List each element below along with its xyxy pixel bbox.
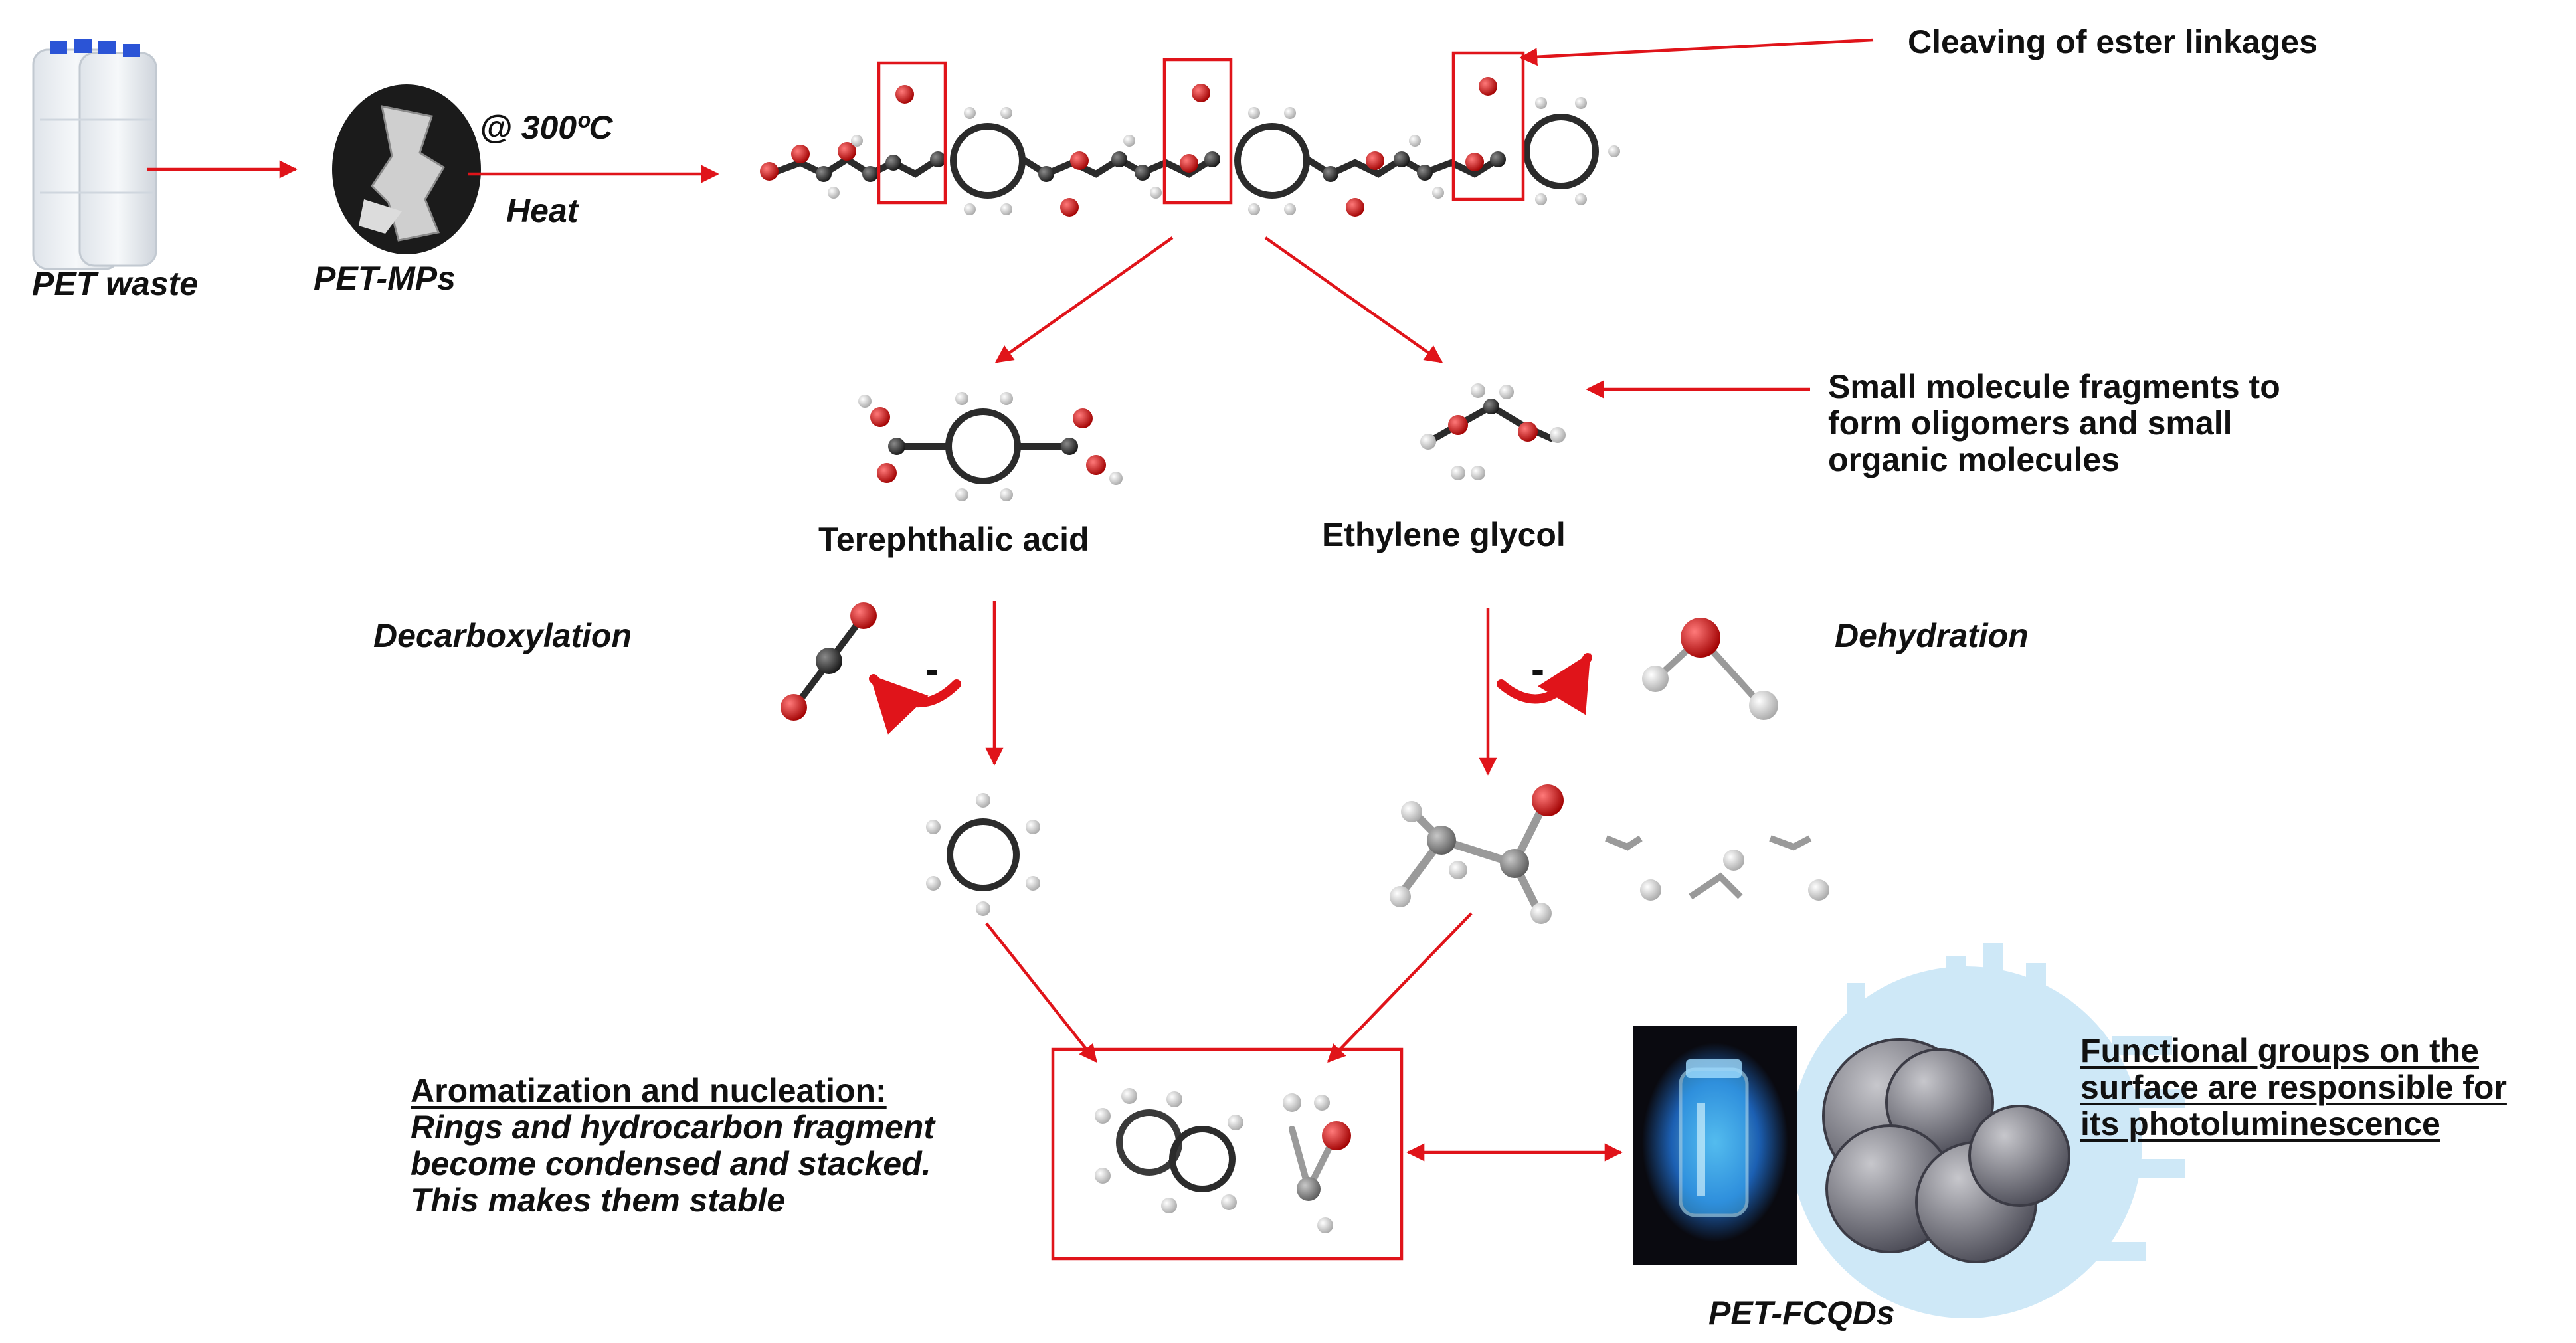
terephthalic-acid-molecule <box>858 392 1123 501</box>
small-fragments-line-3: organic molecules <box>1828 441 2120 478</box>
ester-linkage-box-2 <box>1162 58 1233 205</box>
heat-label: Heat <box>506 192 579 229</box>
aromatization-title: Aromatization and nucleation: <box>411 1072 887 1109</box>
decarboxylation-label: Decarboxylation <box>373 617 632 654</box>
co2-molecule <box>781 602 877 721</box>
ester-cleaving-label: Cleaving of ester linkages <box>1908 23 2318 60</box>
decarboxylation-curved-arrow <box>869 674 961 735</box>
process-arrows <box>147 38 1874 1162</box>
aromatization-text: Aromatization and nucleation: Rings and … <box>411 1073 1048 1219</box>
functional-groups-line-3: its photoluminescence <box>2080 1105 2440 1142</box>
hydrocarbon-fragments <box>1605 835 1829 901</box>
aromatization-line-3: This makes them stable <box>411 1182 786 1219</box>
pet-polymer-chain <box>760 51 1620 217</box>
pet-mps-sem-image <box>318 70 496 268</box>
aromatization-line-2: become condensed and stacked. <box>411 1145 931 1182</box>
small-fragments-line-1: Small molecule fragments to <box>1828 368 2280 405</box>
aromatization-line-1: Rings and hydrocarbon fragment <box>411 1109 935 1146</box>
small-fragments-line-2: form oligomers and small <box>1828 404 2233 442</box>
ethylene-glycol-molecule <box>1420 383 1566 480</box>
benzene-molecule <box>926 793 1040 916</box>
pet-mps-label: PET-MPs <box>314 260 456 297</box>
pet-bottles-illustration <box>32 39 157 270</box>
pet-waste-label: PET waste <box>32 265 199 302</box>
small-fragments-label: Small molecule fragments to form oligome… <box>1828 369 2426 478</box>
stacked-rings-cluster <box>1095 1088 1351 1233</box>
dehydration-curved-arrow <box>1497 652 1592 715</box>
dehydration-label: Dehydration <box>1835 617 2029 654</box>
functional-groups-line-1: Functional groups on the <box>2080 1032 2479 1069</box>
water-molecule <box>1642 618 1778 720</box>
ethylene-glycol-label: Ethylene glycol <box>1322 516 1566 553</box>
ester-linkage-box-1 <box>877 61 947 205</box>
functional-groups-text: Functional groups on the surface are res… <box>2080 1033 2572 1142</box>
ester-linkage-box-3 <box>1451 51 1525 201</box>
acetaldehyde-molecule <box>1390 784 1564 924</box>
minus-sign-right: - <box>1531 647 1544 691</box>
functional-groups-line-2: surface are responsible for <box>2080 1069 2507 1106</box>
fluorescent-vial-photo <box>1633 1026 1797 1265</box>
temperature-label: @ 300ºC <box>480 109 613 146</box>
minus-sign-left: - <box>925 647 939 691</box>
fcqd-nanoparticle-spheres <box>1822 1038 2070 1263</box>
pet-fcqds-label: PET-FCQDs <box>1708 1295 1895 1332</box>
terephthalic-acid-label: Terephthalic acid <box>818 521 1089 558</box>
nucleation-box <box>1051 1047 1404 1261</box>
